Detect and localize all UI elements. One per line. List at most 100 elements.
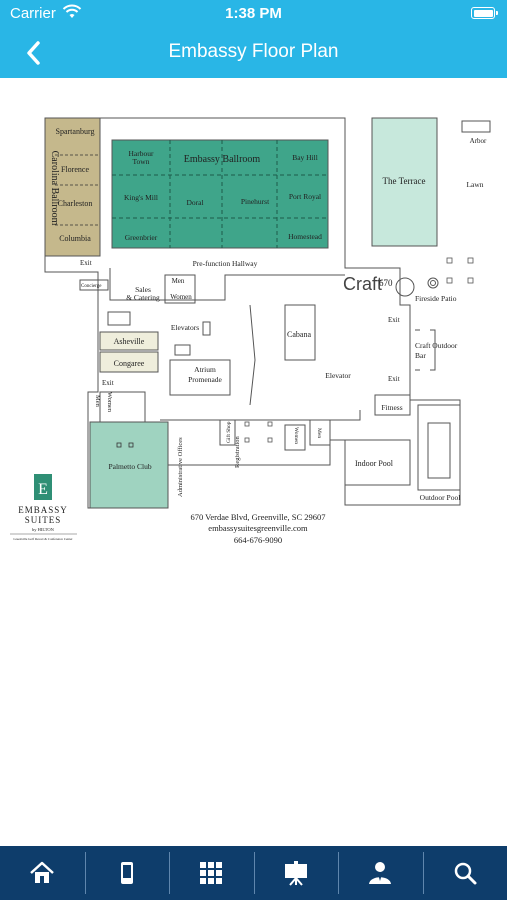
asheville-room[interactable] (99, 331, 159, 351)
label-fireside-patio: Fireside Patio (415, 294, 457, 303)
label-exit: Exit (80, 259, 92, 267)
room-label-port-royal: Port Royal (289, 192, 321, 201)
page-title: Embassy Floor Plan (168, 41, 339, 62)
label-outdoor-pool: Outdoor Pool (420, 493, 461, 502)
battery-icon (471, 7, 498, 19)
label-arbor: Arbor (470, 137, 487, 145)
grid-icon (200, 862, 223, 884)
embassy-suites-logo: E EMBASSY SUITES by HILTON Greenville Go… (10, 474, 77, 541)
tab-mobile[interactable] (84, 846, 170, 900)
label-promenade: Promenade (188, 375, 222, 384)
label-catering: & Catering (126, 293, 160, 302)
elevator-box (202, 321, 211, 336)
congaree-room[interactable] (99, 351, 159, 373)
fire-pit-icon (395, 277, 415, 297)
tab-grid[interactable] (169, 846, 254, 900)
room-label-bay-hill: Bay Hill (292, 153, 318, 162)
hotel-phone: 664-676-9090 (234, 535, 282, 545)
tab-home[interactable] (0, 846, 85, 900)
label-elevator: Elevator (325, 371, 351, 380)
room-label-columbia: Columbia (59, 234, 91, 243)
restroom-block (309, 419, 331, 446)
navigation-bar: Embassy Floor Plan (0, 28, 507, 78)
carrier-label: Carrier (10, 5, 56, 22)
floor-plan-svg: Spartanburg Florence Charleston Columbia… (10, 117, 491, 545)
elevator-box (174, 344, 191, 356)
corridor-line (160, 410, 361, 421)
person-icon (369, 862, 392, 884)
search-icon (454, 862, 477, 885)
label-gift-shop: Gift Shop (225, 421, 232, 443)
status-bar: Carrier 1:38 PM (0, 0, 507, 28)
carolina-ballroom[interactable] (44, 117, 101, 257)
label-fitness: Fitness (381, 403, 402, 412)
tab-attendee[interactable] (338, 846, 423, 900)
label-exit: Exit (102, 379, 114, 387)
room-label-spartanburg: Spartanburg (56, 127, 95, 136)
fire-pit-icon (430, 280, 436, 286)
corridor-line (109, 268, 345, 301)
outdoor-pool (427, 422, 451, 479)
room-label-pinehurst: Pinehurst (241, 197, 270, 206)
room-label-florence: Florence (61, 165, 89, 174)
the-terrace[interactable] (371, 117, 438, 247)
status-time: 1:38 PM (225, 5, 282, 22)
label-exit: Exit (388, 375, 400, 383)
concierge-desk (79, 279, 109, 291)
label-atrium: Atrium (194, 365, 216, 374)
tab-bar (0, 846, 507, 900)
logo-line-resort: Greenville Golf Resort & Conference Cent… (13, 537, 73, 541)
label-men: Men (316, 428, 322, 438)
cabana-room (284, 304, 316, 361)
fitness-room (374, 394, 411, 416)
home-icon (30, 861, 55, 883)
wifi-icon (62, 4, 82, 24)
hotel-address: 670 Verdae Blvd, Greenville, SC 29607 (190, 512, 325, 522)
back-button[interactable] (20, 38, 50, 68)
stairs (107, 311, 131, 326)
room-label-carolina-ballroom: Carolina Ballroom (49, 151, 60, 226)
room-label-homestead: Homestead (288, 232, 322, 241)
palmetto-club[interactable] (89, 421, 169, 509)
room-label-charleston: Charleston (58, 199, 93, 208)
room-label-congaree: Congaree (114, 359, 145, 368)
corridor-line (249, 304, 256, 406)
tab-search[interactable] (422, 846, 507, 900)
room-label-asheville: Asheville (114, 337, 145, 346)
label-lawn: Lawn (466, 180, 483, 189)
atrium-outline (169, 359, 231, 396)
chevron-left-icon (27, 41, 40, 65)
restroom-block (284, 424, 306, 451)
tab-presentation[interactable] (253, 846, 339, 900)
label-exit: Exit (388, 316, 400, 324)
label-bar: Bar (415, 351, 426, 360)
room-label-town: Town (133, 157, 150, 166)
label-registration: Registration (234, 435, 241, 468)
outdoor-pool-area (417, 404, 461, 491)
label-craft-outdoor: Craft Outdoor (415, 341, 458, 350)
floor-plan-map[interactable]: Spartanburg Florence Charleston Columbia… (0, 80, 507, 550)
craft-logo-text: Craft (343, 274, 382, 294)
room-label-doral: Doral (186, 198, 203, 207)
room-label-kings-mill: King's Mill (124, 193, 158, 202)
room-label-embassy-ballroom: Embassy Ballroom (184, 154, 261, 165)
label-sales: Sales (135, 285, 151, 294)
bar-outline (415, 329, 436, 371)
gift-shop-room (219, 419, 236, 446)
room-label-harbour: Harbour (129, 149, 154, 158)
label-men: Men (94, 395, 101, 408)
room-label-palmetto-club: Palmetto Club (108, 462, 151, 471)
embassy-ballroom[interactable] (111, 139, 329, 249)
room-label-terrace: The Terrace (383, 176, 426, 186)
logo-line-hilton: by HILTON (32, 527, 55, 532)
label-admin-offices: Administrative Offices (177, 437, 184, 497)
phone-icon (120, 862, 133, 884)
label-women: Women (170, 293, 192, 301)
logo-line-suites: SUITES (25, 515, 62, 525)
svg-text:E: E (38, 481, 48, 498)
easel-icon (284, 861, 307, 886)
fire-pit-icon (427, 277, 439, 289)
craft-logo-number: 670 (379, 278, 393, 288)
logo-emblem-icon (34, 474, 52, 500)
logo-line-embassy: EMBASSY (18, 505, 68, 515)
